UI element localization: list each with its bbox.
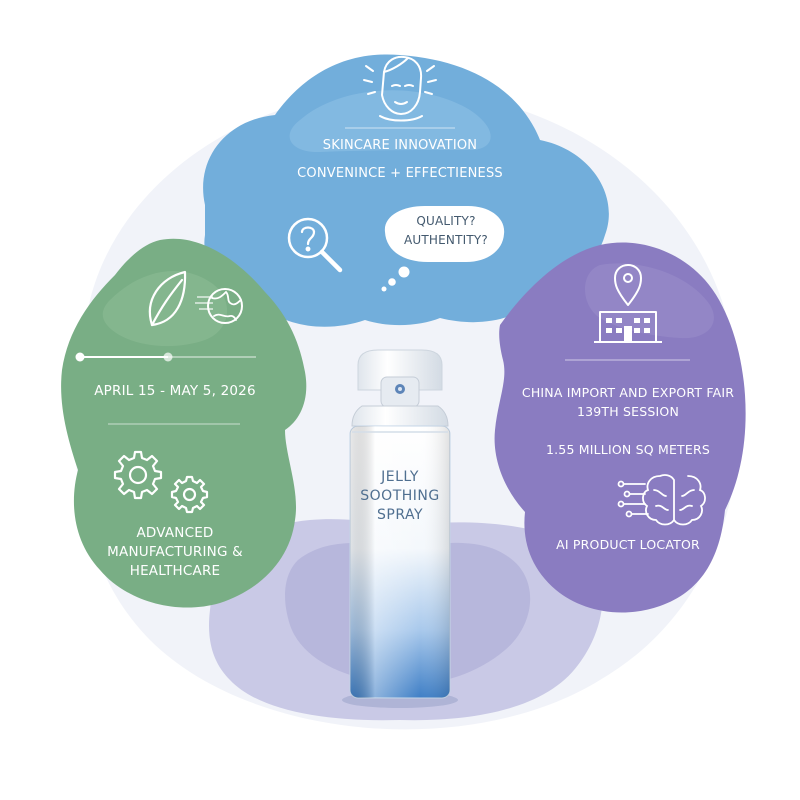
manufacturing-line-2: MANUFACTURING & bbox=[107, 544, 243, 560]
skincare-subtitle: CONVENINCE + EFFECTIENESS bbox=[297, 166, 503, 181]
manufacturing-blob-highlight bbox=[102, 270, 228, 347]
can-collar bbox=[351, 405, 449, 427]
date-timeline bbox=[75, 352, 256, 362]
product-label-line-2: SOOTHING bbox=[360, 488, 440, 504]
face-glow-icon bbox=[363, 55, 437, 122]
can-nozzle-hole bbox=[398, 387, 402, 391]
timeline-marker bbox=[163, 352, 173, 362]
manufacturing-line-1: ADVANCED bbox=[136, 525, 214, 541]
manufacturing-line-3: HEALTHCARE bbox=[129, 563, 221, 579]
product-label-line-1: JELLY bbox=[381, 469, 419, 485]
thought-bubble bbox=[381, 206, 505, 292]
ai-brain-icon bbox=[617, 474, 706, 526]
magnifier-question-icon bbox=[287, 217, 343, 273]
product-label: JELLY SOOTHING SPRAY bbox=[350, 468, 450, 525]
spray-can bbox=[342, 349, 458, 708]
exhibition-blob bbox=[494, 242, 746, 613]
can-cap-top bbox=[357, 349, 443, 391]
bubble-authenticity: AUTHENTITY? bbox=[403, 233, 488, 247]
leaf-icon bbox=[148, 270, 187, 327]
timeline-start-dot bbox=[75, 352, 85, 362]
bubble-quality: QUALITY? bbox=[416, 214, 476, 228]
date-range: APRIL 15 - MAY 5, 2026 bbox=[94, 383, 256, 399]
fair-session: 139TH SESSION bbox=[576, 404, 680, 419]
fair-name: CHINA IMPORT AND EXPORT FAIR bbox=[521, 385, 735, 400]
building-pin-icon bbox=[594, 264, 662, 343]
globe-icon bbox=[207, 288, 243, 324]
fair-area: 1.55 MILLION SQ METERS bbox=[545, 442, 711, 457]
gears-icon bbox=[113, 450, 209, 514]
skincare-blob-highlight bbox=[289, 90, 491, 153]
can-body-sheen bbox=[350, 426, 450, 698]
skincare-title: SKINCARE INNOVATION bbox=[322, 138, 478, 153]
ai-product-locator: AI PRODUCT LOCATOR bbox=[556, 537, 700, 552]
product-label-line-3: SPRAY bbox=[376, 507, 424, 523]
